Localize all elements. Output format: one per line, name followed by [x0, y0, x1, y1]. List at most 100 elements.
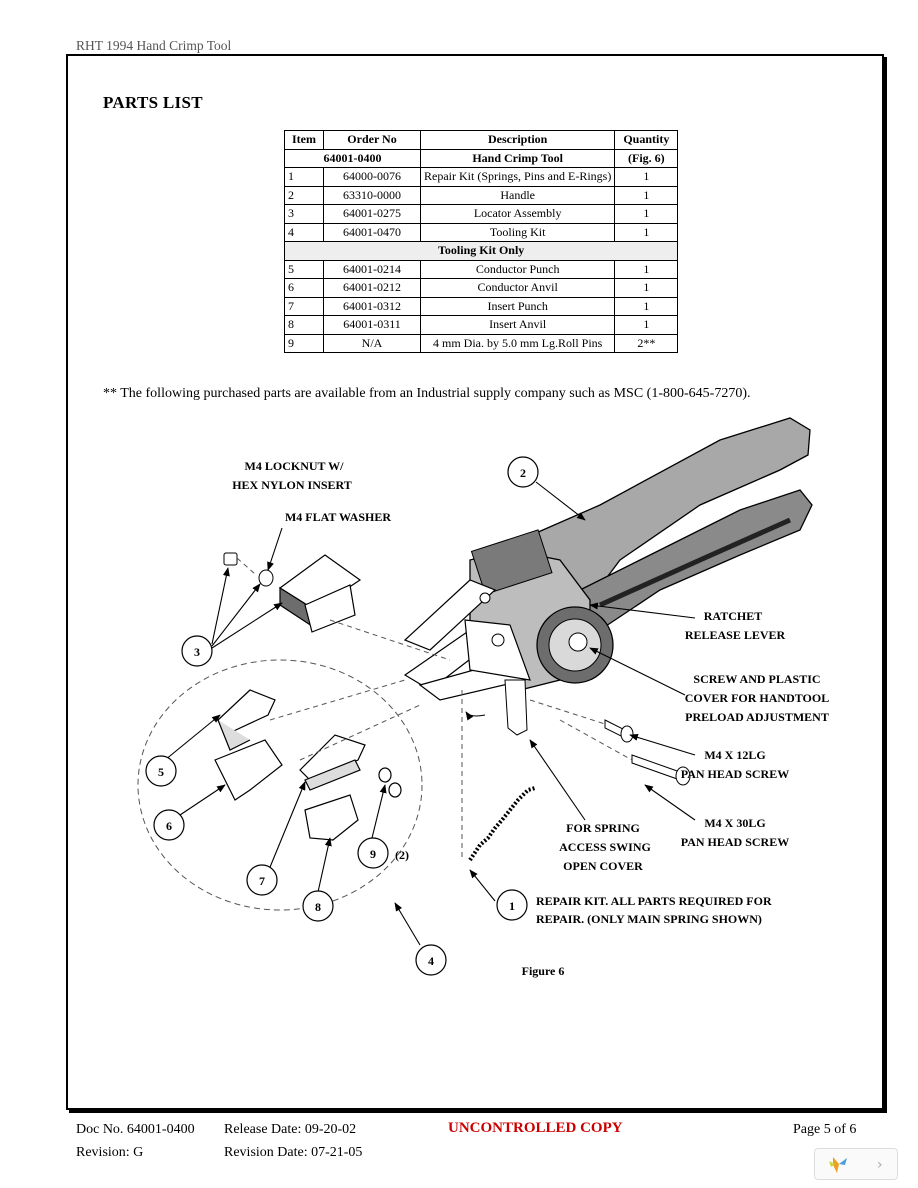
handle-upper-grip-edge [699, 454, 809, 506]
label-spring-line2: ACCESS SWING [559, 840, 651, 854]
cell-item: 4 [284, 222, 324, 242]
cell-item: 2 [284, 185, 324, 205]
cell-order: 63310-0000 [323, 185, 421, 205]
cell-order: 64001-0311 [323, 315, 421, 335]
running-header: RHT 1994 Hand Crimp Tool [76, 38, 232, 53]
cell-qty: 1 [614, 204, 679, 224]
table-header-row: Item Order No Description Quantity [284, 130, 679, 150]
release-date: Release Date: 09-20-02 [224, 1122, 357, 1137]
supplier-note: ** The following purchased parts are ava… [103, 386, 751, 401]
label-flat-washer: M4 FLAT WASHER [285, 510, 391, 524]
cell-desc: Insert Anvil [419, 315, 616, 335]
balloon-4-number: 4 [428, 954, 434, 968]
balloon-2: 2 [507, 456, 539, 488]
tooling-kit-boundary [137, 659, 423, 911]
projection-lines [236, 557, 633, 860]
cell-qty: 1 [614, 315, 679, 335]
balloon-3: 3 [181, 635, 213, 667]
table-row: 4 64001-0470 Tooling Kit 1 [284, 222, 679, 242]
exploded-view-figure: 1 2 3 4 5 6 7 8 9 M4 LOCKNUT W/ HEX NYLO… [137, 417, 829, 978]
callout-labels: M4 LOCKNUT W/ HEX NYLON INSERT M4 FLAT W… [232, 459, 829, 926]
table-row: 1 64000-0076 Repair Kit (Springs, Pins a… [284, 167, 679, 187]
table-row: 8 64001-0311 Insert Anvil 1 [284, 315, 679, 335]
table-row: 5 64001-0214 Conductor Punch 1 [284, 259, 679, 279]
balloon-6: 6 [153, 809, 185, 841]
tooling-parts [214, 689, 402, 841]
pivot-pin [491, 633, 505, 647]
cell-desc: Locator Assembly [419, 204, 616, 224]
table-row: 7 64001-0312 Insert Punch 1 [284, 296, 679, 316]
cell-order: 64001-0470 [323, 222, 421, 242]
col-header-description: Description [419, 130, 616, 150]
col-header-order: Order No [323, 130, 421, 150]
main-spring [468, 786, 536, 862]
cell-order: 64001-0212 [323, 278, 421, 298]
cell-qty: 1 [614, 222, 679, 242]
main-assembly-row: 64001-0400 Hand Crimp Tool (Fig. 6) [284, 148, 679, 168]
roll-pin [378, 767, 392, 783]
cell-desc: Conductor Punch [419, 259, 616, 279]
label-repair-line1: REPAIR KIT. ALL PARTS REQUIRED FOR [536, 894, 772, 908]
tool-head-dark-block [470, 529, 553, 595]
flat-washer [258, 569, 274, 587]
roll-pin [388, 782, 402, 798]
cell-item: 1 [284, 167, 324, 187]
table-row: 3 64001-0275 Locator Assembly 1 [284, 204, 679, 224]
cell-item: 8 [284, 315, 324, 335]
revision-date: Revision Date: 07-21-05 [224, 1145, 363, 1160]
cell-item: 7 [284, 296, 324, 316]
balloon-5-number: 5 [158, 765, 164, 779]
m4x12-screw [604, 719, 634, 743]
cell-desc: Tooling Kit [419, 222, 616, 242]
cell-order: N/A [323, 333, 421, 353]
cell-item: 3 [284, 204, 324, 224]
label-ratchet-line2: RELEASE LEVER [685, 628, 786, 642]
label-qty-9: (2) [395, 848, 409, 862]
balloon-1-number: 1 [509, 899, 515, 913]
main-quantity: (Fig. 6) [614, 148, 679, 168]
label-locknut-line2: HEX NYLON INSERT [232, 478, 352, 492]
parts-table: Item Order No Description Quantity 64001… [283, 130, 679, 353]
cell-desc: Handle [419, 185, 616, 205]
spring-cover-tab [504, 679, 528, 736]
balloon-9: 9 [357, 837, 389, 869]
balloon-1: 1 [496, 889, 528, 921]
insert-anvil-shape [304, 794, 359, 841]
handle-lower-channel [598, 517, 792, 608]
revision: Revision: G [76, 1145, 144, 1160]
label-m4x30-line2: PAN HEAD SCREW [681, 835, 789, 849]
label-ratchet-line1: RATCHET [704, 609, 762, 623]
label-spring-line1: FOR SPRING [566, 821, 640, 835]
preload-screw-cover [568, 632, 588, 652]
label-m4x30-line1: M4 X 30LG [704, 816, 765, 830]
balloon-3-number: 3 [194, 645, 200, 659]
label-screw-line1: SCREW AND PLASTIC [693, 672, 820, 686]
cell-qty: 1 [614, 185, 679, 205]
label-screw-line3: PRELOAD ADJUSTMENT [685, 710, 829, 724]
cell-order: 64001-0275 [323, 204, 421, 224]
cell-qty: 2** [614, 333, 679, 353]
viewer-logo-icon: › [829, 1157, 883, 1173]
cell-order: 64000-0076 [323, 167, 421, 187]
conductor-anvil-shape [214, 739, 283, 801]
doc-number: Doc No. 64001-0400 [76, 1122, 195, 1137]
cell-qty: 1 [614, 167, 679, 187]
pivot-pin [479, 592, 491, 604]
label-screw-line2: COVER FOR HANDTOOL [685, 691, 829, 705]
cell-qty: 1 [614, 259, 679, 279]
svg-text:›: › [877, 1157, 883, 1173]
cell-item: 6 [284, 278, 324, 298]
balloon-5: 5 [145, 755, 177, 787]
cell-desc: 4 mm Dia. by 5.0 mm Lg.Roll Pins [419, 333, 616, 353]
cell-order: 64001-0312 [323, 296, 421, 316]
locator-assembly [278, 554, 362, 633]
balloon-4: 4 [415, 944, 447, 976]
balloon-8: 8 [302, 890, 334, 922]
cell-order: 64001-0214 [323, 259, 421, 279]
col-header-item: Item [284, 130, 324, 150]
label-locknut-line1: M4 LOCKNUT W/ [245, 459, 345, 473]
viewer-nav-widget[interactable]: › [814, 1148, 898, 1180]
table-row: 6 64001-0212 Conductor Anvil 1 [284, 278, 679, 298]
page-title: PARTS LIST [103, 93, 203, 112]
cell-desc: Insert Punch [419, 296, 616, 316]
